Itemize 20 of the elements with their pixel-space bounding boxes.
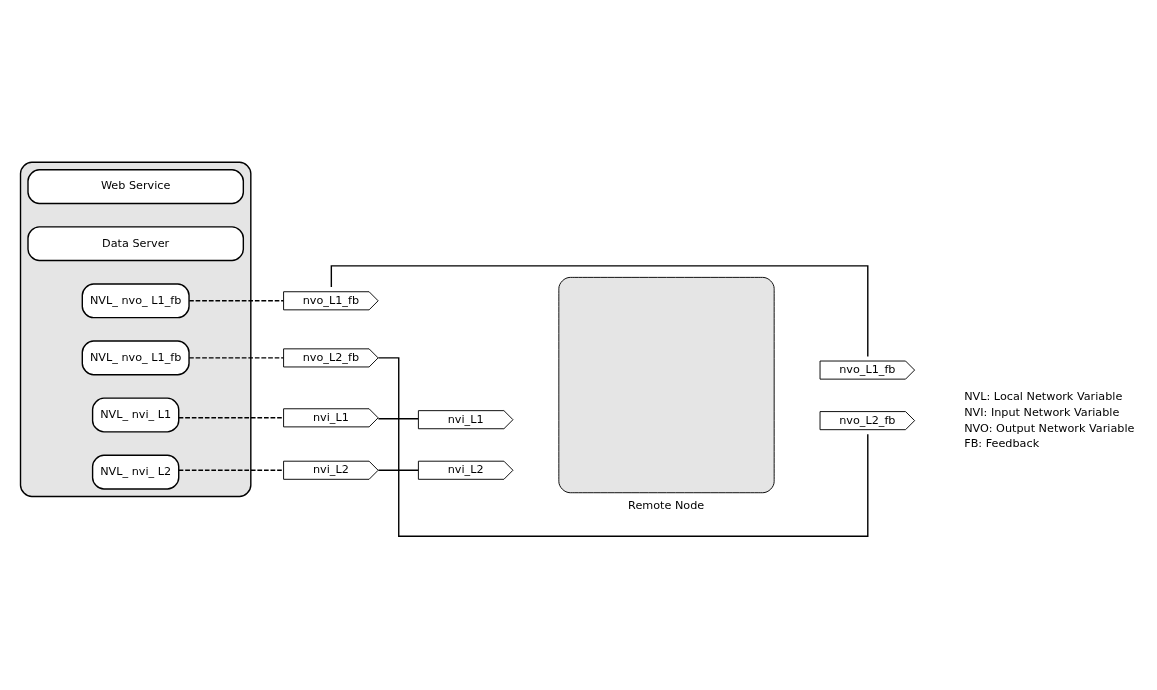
label: NVL: Local Network Variable [964, 389, 1123, 403]
connector [178, 416, 285, 418]
connector [377, 417, 419, 419]
node-box: NVL_ nvo_ L1_fb [81, 339, 190, 375]
node-label: Remote Node [628, 498, 705, 512]
node-box: NVL_ nvi_ L1 [91, 396, 180, 433]
node-box: Data Server [27, 225, 245, 261]
connector [188, 356, 285, 359]
label: FB: Feedback [964, 436, 1040, 450]
connector [377, 469, 419, 471]
cluster [19, 161, 252, 497]
connector [330, 264, 869, 357]
connector [178, 469, 285, 471]
node-box: NVL_ nvo_ L1_fb [81, 282, 190, 318]
connector [377, 356, 869, 537]
connector [188, 299, 285, 301]
label: NVI: Input Network Variable [964, 405, 1120, 419]
node-box: NVL_ nvi_ L2 [91, 454, 180, 490]
node-box: Web Service [27, 168, 245, 204]
label: NVO: Output Network Variable [964, 420, 1135, 434]
